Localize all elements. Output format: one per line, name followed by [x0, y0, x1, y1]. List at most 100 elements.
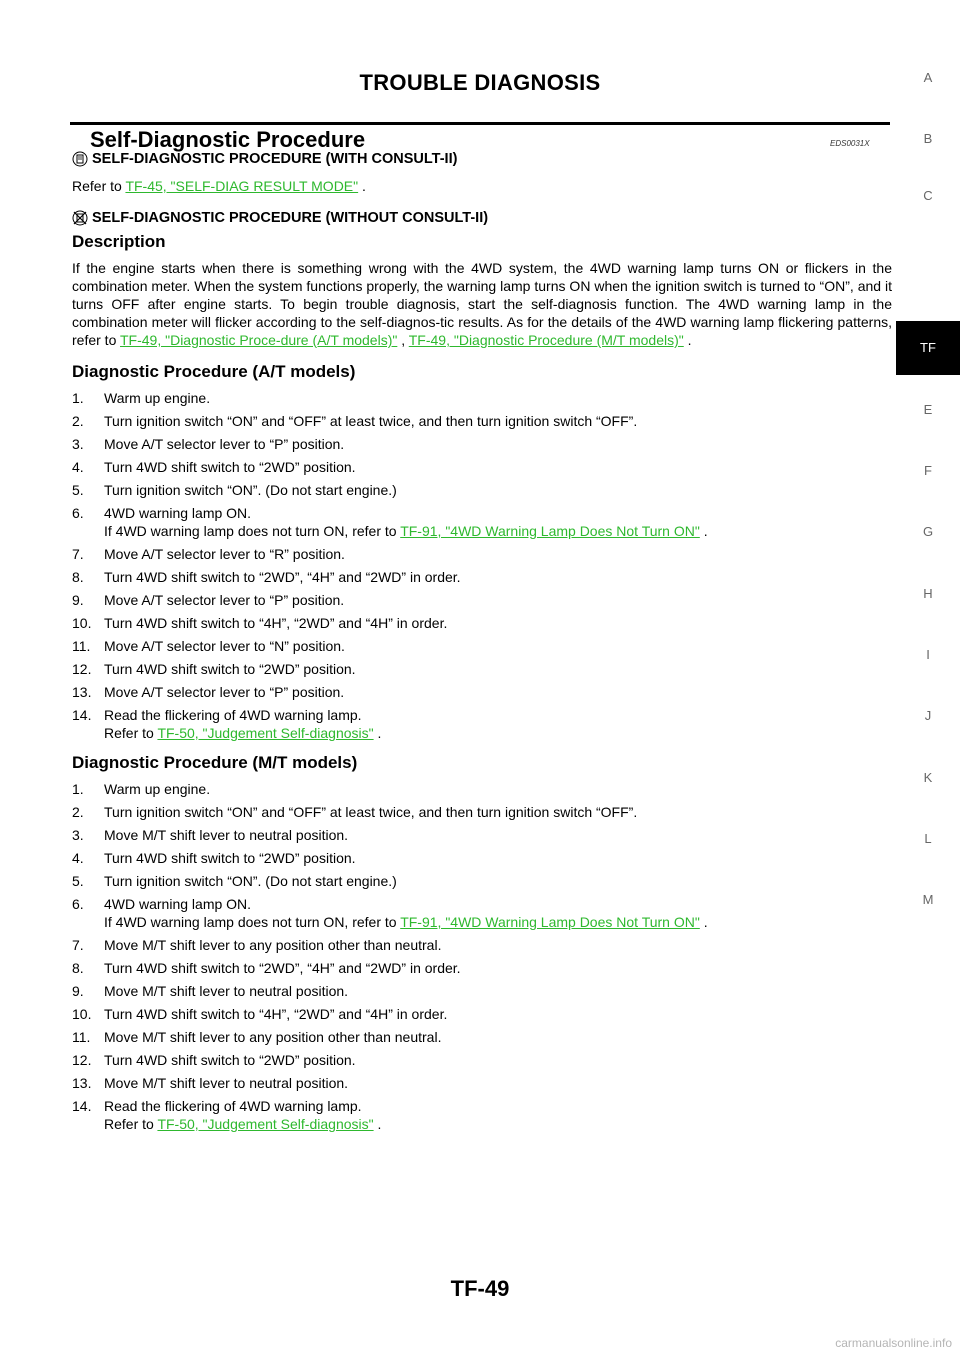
- step-text: Turn ignition switch “ON”. (Do not start…: [104, 873, 397, 889]
- step-subline-suffix: .: [373, 725, 382, 741]
- step-text: Move A/T selector lever to “P” position.: [104, 592, 345, 608]
- page-number: TF-49: [450, 1276, 510, 1301]
- description-sep: ,: [397, 332, 409, 348]
- no-consult-heading-text: SELF-DIAGNOSTIC PROCEDURE (WITHOUT CONSU…: [92, 210, 489, 226]
- step-item: 3. Move A/T selector lever to “P” positio…: [72, 435, 892, 453]
- step-item: 2.Turn ignition switch “ON” and “OFF” at…: [72, 412, 892, 430]
- side-index-letter-a[interactable]: A: [923, 70, 933, 85]
- step-text: Turn 4WD shift switch to “2WD” position.: [104, 661, 356, 677]
- document-code: EDS0031X: [830, 139, 870, 148]
- consult-refer-link[interactable]: TF-45, "SELF-DIAG RESULT MODE": [125, 178, 359, 194]
- step-number: 8.: [72, 960, 84, 976]
- step-number: 10.: [72, 1006, 92, 1022]
- step-text: Turn 4WD shift switch to “2WD” position.: [104, 459, 356, 475]
- side-index-letter-h[interactable]: H: [923, 586, 933, 601]
- step-item: 5. Turn ignition switch “ON”. (Do not sta…: [72, 872, 892, 890]
- step-item: 8.Turn 4WD shift switch to “2WD”, “4H” a…: [72, 959, 892, 977]
- step-subline: If 4WD warning lamp does not turn ON, re…: [104, 913, 892, 931]
- side-index-letter-l[interactable]: L: [924, 831, 932, 846]
- step-number: 3.: [72, 436, 84, 452]
- step-item: 10.Turn 4WD shift switch to “4H”, “2WD” …: [72, 1005, 892, 1023]
- step-reference-link[interactable]: TF-50, "Judgement Self-diagnosis": [157, 1116, 374, 1132]
- step-item: 13.Move A/T selector lever to “P” positi…: [72, 683, 892, 701]
- step-text: Move M/T shift lever to any position oth…: [104, 937, 442, 953]
- step-number: 14.: [72, 1098, 92, 1114]
- description-link-at[interactable]: TF-49, "Diagnostic Proce-dure (A/T model…: [120, 332, 398, 348]
- step-number: 9.: [72, 983, 84, 999]
- no-consult-heading: SELF-DIAGNOSTIC PROCEDURE (WITHOUT CONSU…: [72, 209, 892, 227]
- page-header-title: TROUBLE DIAGNOSIS: [359, 70, 601, 95]
- step-item: 9. Move A/T selector lever to “P” positio…: [72, 591, 892, 609]
- step-item: 1. Warm up engine.: [72, 780, 892, 798]
- step-text: 4WD warning lamp ON.: [104, 505, 252, 521]
- step-text: Turn ignition switch “ON” and “OFF” at l…: [104, 804, 638, 820]
- step-number: 5.: [72, 873, 84, 889]
- step-text: Move M/T shift lever to neutral position…: [104, 827, 349, 843]
- description-text: If the engine starts when there is somet…: [72, 259, 892, 349]
- step-item: 9. Move M/T shift lever to neutral positi…: [72, 982, 892, 1000]
- description-link-mt[interactable]: TF-49, "Diagnostic Procedure (M/T models…: [408, 332, 684, 348]
- step-text: Turn 4WD shift switch to “2WD” position.: [104, 1052, 356, 1068]
- step-text: Move M/T shift lever to neutral position…: [104, 1075, 349, 1091]
- step-subline-prefix: Refer to: [104, 725, 158, 741]
- step-item: 1. Warm up engine.: [72, 389, 892, 407]
- step-number: 11.: [72, 1029, 91, 1045]
- step-text: Move A/T selector lever to “P” position.: [104, 436, 345, 452]
- step-number: 1.: [72, 390, 84, 406]
- consult-heading-text: SELF-DIAGNOSTIC PROCEDURE (WITH CONSULT-…: [92, 151, 458, 167]
- step-item: 12.Turn 4WD shift switch to “2WD” positi…: [72, 660, 892, 678]
- step-number: 13.: [72, 684, 92, 700]
- step-item: 5.Turn ignition switch “ON”. (Do not sta…: [72, 481, 892, 499]
- step-reference-link[interactable]: TF-50, "Judgement Self-diagnosis": [157, 725, 374, 741]
- step-number: 1.: [72, 781, 84, 797]
- step-number: 5.: [72, 482, 84, 498]
- step-item: 7.Move M/T shift lever to any position o…: [72, 936, 892, 954]
- no-consult-icon: [72, 210, 88, 226]
- step-number: 12.: [72, 1052, 92, 1068]
- at-steps: 1. Warm up engine. 2.Turn ignition switch …: [72, 389, 892, 742]
- side-index-letter-k[interactable]: K: [923, 770, 933, 785]
- step-reference-link[interactable]: TF-91, "4WD Warning Lamp Does Not Turn O…: [400, 523, 700, 539]
- step-item: 10.Turn 4WD shift switch to “4H”, “2WD” …: [72, 614, 892, 632]
- step-text: Turn 4WD shift switch to “4H”, “2WD” and…: [104, 615, 448, 631]
- step-number: 11.: [72, 638, 91, 654]
- step-number: 4.: [72, 850, 84, 866]
- step-text: Read the flickering of 4WD warning lamp.: [104, 707, 362, 723]
- step-text: Warm up engine.: [104, 781, 211, 797]
- description-body: If the engine starts when there is somet…: [72, 260, 892, 348]
- side-index-letter-m[interactable]: M: [922, 892, 934, 907]
- side-index-letter-f[interactable]: F: [924, 463, 932, 478]
- step-number: 4.: [72, 459, 84, 475]
- step-number: 14.: [72, 707, 92, 723]
- step-subline-prefix: If 4WD warning lamp does not turn ON, re…: [104, 914, 401, 930]
- step-number: 3.: [72, 827, 84, 843]
- step-item: 12. Turn 4WD shift switch to “2WD” positi…: [72, 1051, 892, 1069]
- step-text: Turn 4WD shift switch to “2WD” position.: [104, 850, 356, 866]
- header-rule: [70, 122, 890, 125]
- side-index-letter-j[interactable]: J: [924, 708, 932, 723]
- step-item: 14. Read the flickering of 4WD warning la…: [72, 706, 892, 742]
- side-tab-active[interactable]: TF: [896, 321, 960, 375]
- side-index-letter-g[interactable]: G: [922, 524, 934, 539]
- step-text: Read the flickering of 4WD warning lamp.: [104, 1098, 362, 1114]
- step-subline-suffix: .: [699, 914, 708, 930]
- step-text: Move M/T shift lever to neutral position…: [104, 983, 349, 999]
- step-text: Move A/T selector lever to “N” position.: [104, 638, 345, 654]
- side-index-letter-c[interactable]: C: [923, 188, 933, 203]
- side-index-letter-i[interactable]: I: [926, 647, 930, 662]
- mt-steps: 1.Warm up engine.2.Turn ignition switch …: [72, 780, 892, 1133]
- step-subline-suffix: .: [699, 523, 708, 539]
- side-index-letter-e[interactable]: E: [923, 402, 933, 417]
- watermark: carmanualsonline.info: [835, 1336, 952, 1350]
- at-procedure-title: Diagnostic Procedure (A/T models): [72, 362, 356, 381]
- step-number: 9.: [72, 592, 84, 608]
- consult-icon: [72, 151, 88, 167]
- side-index-letter-b[interactable]: B: [923, 131, 933, 146]
- step-reference-link[interactable]: TF-91, "4WD Warning Lamp Does Not Turn O…: [400, 914, 700, 930]
- step-text: 4WD warning lamp ON.: [104, 896, 252, 912]
- mt-procedure-title: Diagnostic Procedure (M/T models): [72, 753, 358, 772]
- consult-refer-prefix: Refer to: [72, 178, 126, 194]
- step-number: 2.: [72, 413, 84, 429]
- step-text: Warm up engine.: [104, 390, 211, 406]
- step-subline-suffix: .: [373, 1116, 382, 1132]
